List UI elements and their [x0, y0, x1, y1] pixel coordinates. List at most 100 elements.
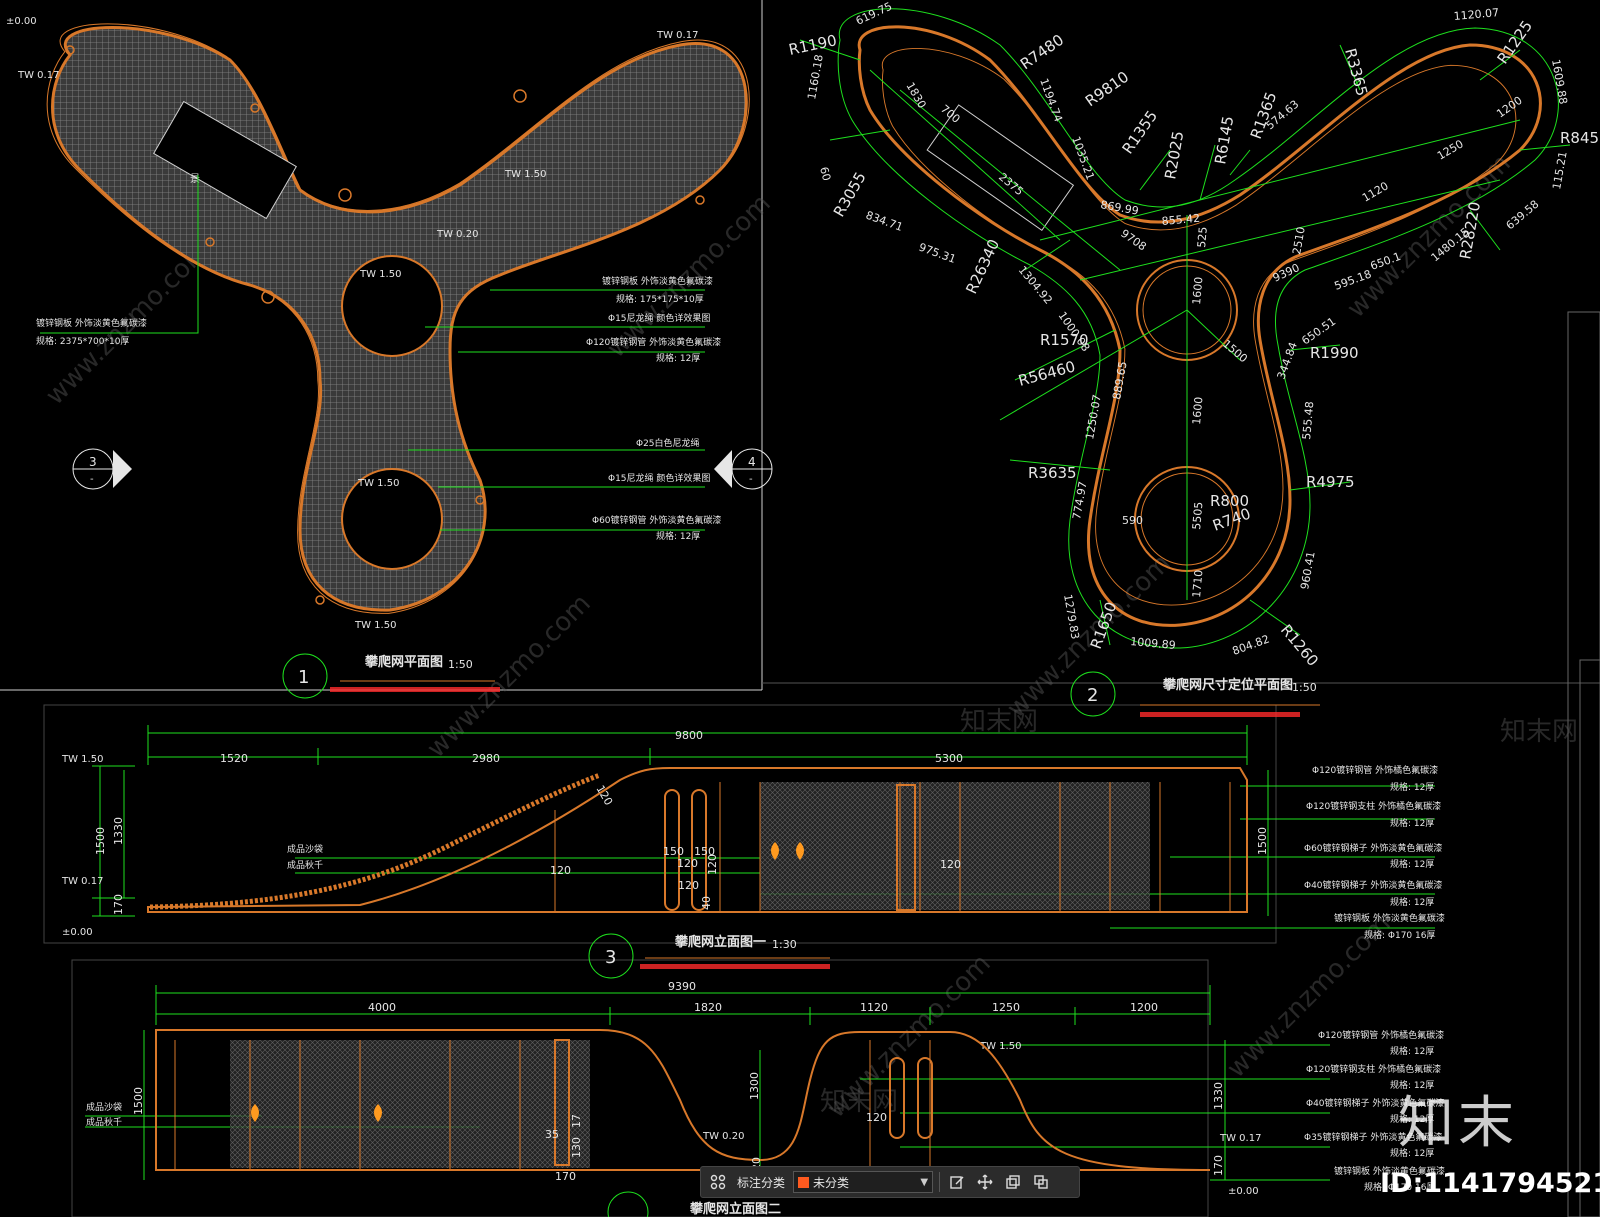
elevation-1: 9800 1520 2980 5300 1500 1330 170 1500 T…	[61, 725, 1445, 979]
svg-text:1304.92: 1304.92	[1016, 264, 1055, 307]
note-text: 规格: 175*175*10厚	[616, 293, 704, 305]
board-tag: 景	[190, 173, 200, 185]
svg-text:Φ40镀锌钢梯子 外饰淡黄色氟碳漆: Φ40镀锌钢梯子 外饰淡黄色氟碳漆	[1306, 1097, 1444, 1109]
svg-text:1500: 1500	[94, 827, 107, 855]
svg-text:3: 3	[89, 455, 97, 469]
svg-text:170: 170	[555, 1170, 576, 1183]
svg-text:1609.88: 1609.88	[1549, 58, 1570, 105]
svg-text:R800: R800	[1210, 492, 1249, 510]
note-text: Φ15尼龙绳 颜色详效果图	[608, 312, 710, 324]
svg-text:774.97: 774.97	[1070, 480, 1089, 520]
note-text: 镀锌钢板 外饰淡黄色氟碳漆	[36, 317, 147, 329]
drawing-scale: 1:30	[772, 938, 797, 951]
move-icon[interactable]	[974, 1171, 996, 1193]
category-dropdown[interactable]: 未分类 ▼	[793, 1171, 934, 1193]
svg-text:成品秋千: 成品秋千	[287, 859, 323, 871]
svg-text:639.58: 639.58	[1504, 198, 1542, 233]
svg-text:1: 1	[298, 667, 309, 688]
svg-text:规格: 12厚: 规格: 12厚	[1390, 896, 1434, 908]
plan-1-hole-bottom	[341, 468, 443, 570]
svg-text:834.71: 834.71	[864, 209, 905, 234]
tw-level: TW 0.20	[436, 229, 478, 240]
svg-text:619.75: 619.75	[854, 0, 894, 28]
svg-text:525: 525	[1195, 226, 1210, 248]
svg-text:120: 120	[866, 1111, 887, 1124]
svg-text:120: 120	[677, 857, 698, 870]
svg-text:R4975: R4975	[1306, 473, 1355, 491]
svg-text:120: 120	[678, 879, 699, 892]
tw-level: TW 0.17	[17, 70, 59, 81]
drawing-scale: 1:50	[448, 658, 473, 671]
svg-text:5300: 5300	[935, 752, 963, 765]
grid-icon[interactable]	[707, 1171, 729, 1193]
svg-text:Φ35镀锌钢梯子 外饰淡黄色氟碳漆: Φ35镀锌钢梯子 外饰淡黄色氟碳漆	[1304, 1131, 1442, 1143]
toolbar-divider	[939, 1172, 941, 1192]
svg-text:成品沙袋: 成品沙袋	[86, 1101, 122, 1113]
tw-level: TW 1.50	[61, 754, 103, 765]
svg-text:590: 590	[1122, 514, 1143, 527]
section-marker-left[interactable]: 3 -	[72, 448, 132, 490]
svg-text:555.48: 555.48	[1300, 401, 1316, 440]
svg-text:1250.07: 1250.07	[1083, 393, 1104, 440]
svg-text:120: 120	[706, 854, 719, 875]
svg-text:规格: 12厚: 规格: 12厚	[1390, 1113, 1434, 1125]
edit-icon[interactable]	[946, 1171, 968, 1193]
svg-text:R1570: R1570	[1040, 331, 1089, 349]
svg-text:Φ120镀锌钢支柱 外饰橘色氟碳漆: Φ120镀锌钢支柱 外饰橘色氟碳漆	[1306, 1063, 1441, 1075]
watermark-cn: 知末网	[960, 707, 1038, 737]
plan-1-origin: ±0.00	[6, 16, 37, 27]
section-marker-right[interactable]: 4 -	[714, 448, 773, 490]
copy-icon[interactable]	[1002, 1171, 1024, 1193]
elev1-overall-dim: 9800	[675, 729, 703, 742]
svg-text:2980: 2980	[472, 752, 500, 765]
svg-text:35: 35	[545, 1128, 559, 1141]
svg-text:Φ120镀锌钢管 外饰橘色氟碳漆: Φ120镀锌钢管 外饰橘色氟碳漆	[1312, 764, 1438, 776]
note-text: 规格: 2375*700*10厚	[36, 335, 129, 347]
svg-text:889.65: 889.65	[1110, 360, 1129, 400]
svg-text:855.42: 855.42	[1161, 212, 1200, 228]
plan-1-notes: 镀锌钢板 外饰淡黄色氟碳漆 规格: 2375*700*10厚 镀锌钢板 外饰淡黄…	[36, 275, 721, 542]
svg-text:-: -	[749, 474, 753, 485]
svg-text:成品沙袋: 成品沙袋	[287, 843, 323, 855]
layers-icon[interactable]	[1030, 1171, 1052, 1193]
chevron-down-icon: ▼	[920, 1176, 929, 1188]
svg-text:3: 3	[605, 947, 616, 968]
svg-text:R2025: R2025	[1161, 130, 1187, 181]
svg-text:60: 60	[817, 165, 833, 182]
svg-text:1330: 1330	[1212, 1082, 1225, 1110]
svg-text:700: 700	[938, 102, 962, 125]
svg-text:5505: 5505	[1190, 501, 1205, 530]
svg-text:Φ60镀锌钢梯子 外饰淡黄色氟碳漆: Φ60镀锌钢梯子 外饰淡黄色氟碳漆	[1304, 842, 1442, 854]
svg-text:R3635: R3635	[1028, 464, 1077, 482]
svg-text:1300: 1300	[748, 1072, 761, 1100]
elevation-2: 9390 4000 1820 1120 1250 1200 1500 1300 …	[85, 980, 1445, 1217]
svg-text:40: 40	[700, 896, 713, 910]
svg-text:17: 17	[570, 1114, 583, 1128]
svg-text:规格: Φ170 16厚: 规格: Φ170 16厚	[1364, 1181, 1435, 1193]
svg-text:R9810: R9810	[1082, 68, 1132, 111]
svg-text:1279.83: 1279.83	[1061, 593, 1082, 640]
tw-level: TW 1.50	[359, 269, 401, 280]
svg-text:804.82: 804.82	[1231, 632, 1272, 657]
svg-text:130: 130	[570, 1137, 583, 1158]
svg-text:规格: 12厚: 规格: 12厚	[1390, 1045, 1434, 1057]
elevation-2-title-block: 攀爬网立面图二	[607, 1191, 781, 1217]
svg-text:1710: 1710	[1190, 569, 1205, 598]
note-text: Φ120镀锌钢管 外饰淡黄色氟碳漆	[586, 336, 721, 348]
plan-1-board	[153, 100, 297, 220]
svg-text:1330: 1330	[112, 817, 125, 845]
elevation-2-notes: Φ120镀锌钢管 外饰橘色氟碳漆 规格: 12厚 Φ120镀锌钢支柱 外饰橘色氟…	[1304, 1029, 1445, 1193]
svg-text:975.31: 975.31	[917, 241, 958, 266]
svg-text:1120.07: 1120.07	[1453, 6, 1499, 23]
tw-level: TW 1.50	[979, 1041, 1021, 1052]
plan-view-1: ±0.00 TW 0.17 TW 0.17 TW 1.50 TW 0.20 TW…	[6, 16, 773, 699]
drawing-title: 攀爬网立面图二	[689, 1201, 781, 1217]
svg-text:1500: 1500	[1220, 337, 1250, 365]
svg-text:4: 4	[748, 455, 756, 469]
watermark-url: www.znzmo.com	[421, 589, 596, 764]
svg-text:120: 120	[550, 864, 571, 877]
svg-text:1500: 1500	[132, 1087, 145, 1115]
svg-text:170: 170	[1212, 1155, 1225, 1176]
annotation-toolbar: 标注分类 未分类 ▼	[700, 1166, 1080, 1198]
